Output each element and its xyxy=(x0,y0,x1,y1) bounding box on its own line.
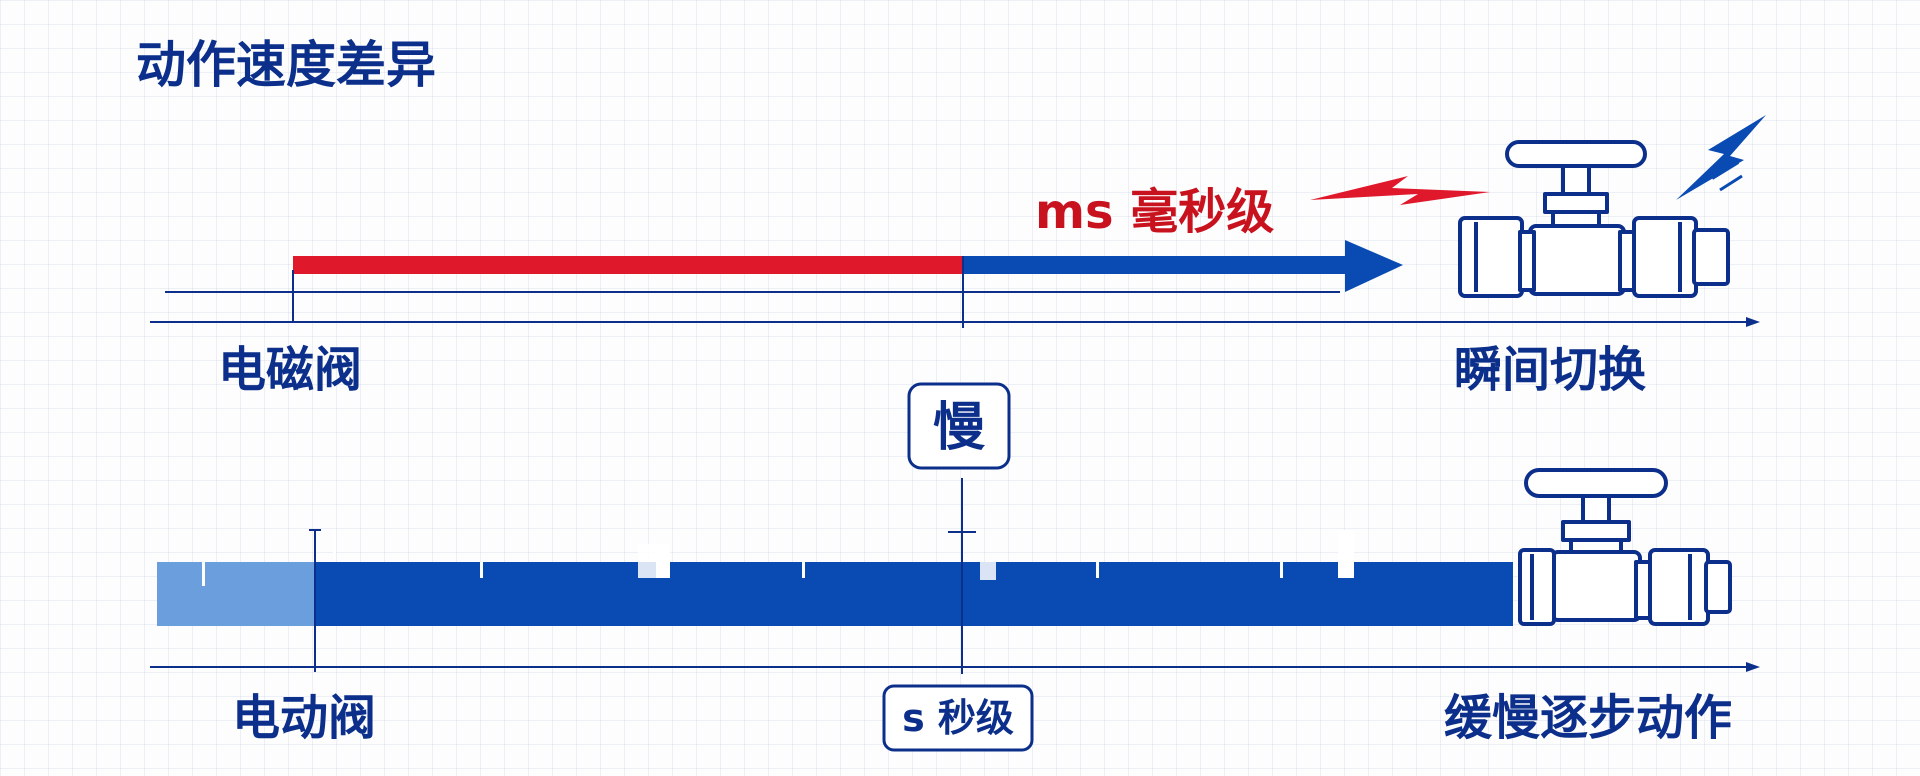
top-blue-bar xyxy=(963,256,1347,274)
top-valve-icon xyxy=(1458,140,1730,298)
seconds-badge: s 秒级 xyxy=(882,684,1034,752)
slow-badge: 慢 xyxy=(907,382,1011,470)
top-row: ms 毫秒级 xyxy=(150,115,1766,398)
bottom-axis-arrowhead xyxy=(1746,662,1760,672)
bottom-main-bar xyxy=(315,562,1513,626)
top-axis-arrowhead xyxy=(1746,317,1760,327)
bottom-bar-notches xyxy=(202,530,1354,586)
slow-badge-label: 慢 xyxy=(933,398,986,458)
top-arrow-head xyxy=(1345,240,1403,292)
bottom-device-label: 电动阀 xyxy=(232,690,376,746)
top-speed-label: ms 毫秒级 xyxy=(1035,184,1274,240)
speed-streak-icon xyxy=(1310,176,1490,205)
bottom-light-bar xyxy=(157,562,315,626)
bottom-speed-label: s 秒级 xyxy=(902,696,1014,740)
top-device-label: 电磁阀 xyxy=(218,342,362,398)
top-result-label: 瞬间切换 xyxy=(1454,342,1646,398)
bottom-valve-icon xyxy=(1518,468,1732,626)
page-title: 动作速度差异 xyxy=(136,36,436,94)
bottom-result-label: 缓慢逐步动作 xyxy=(1444,690,1732,746)
bottom-row: 慢 xyxy=(150,382,1760,752)
lightning-bolt-icon xyxy=(1676,115,1766,200)
top-red-bar xyxy=(293,256,963,274)
